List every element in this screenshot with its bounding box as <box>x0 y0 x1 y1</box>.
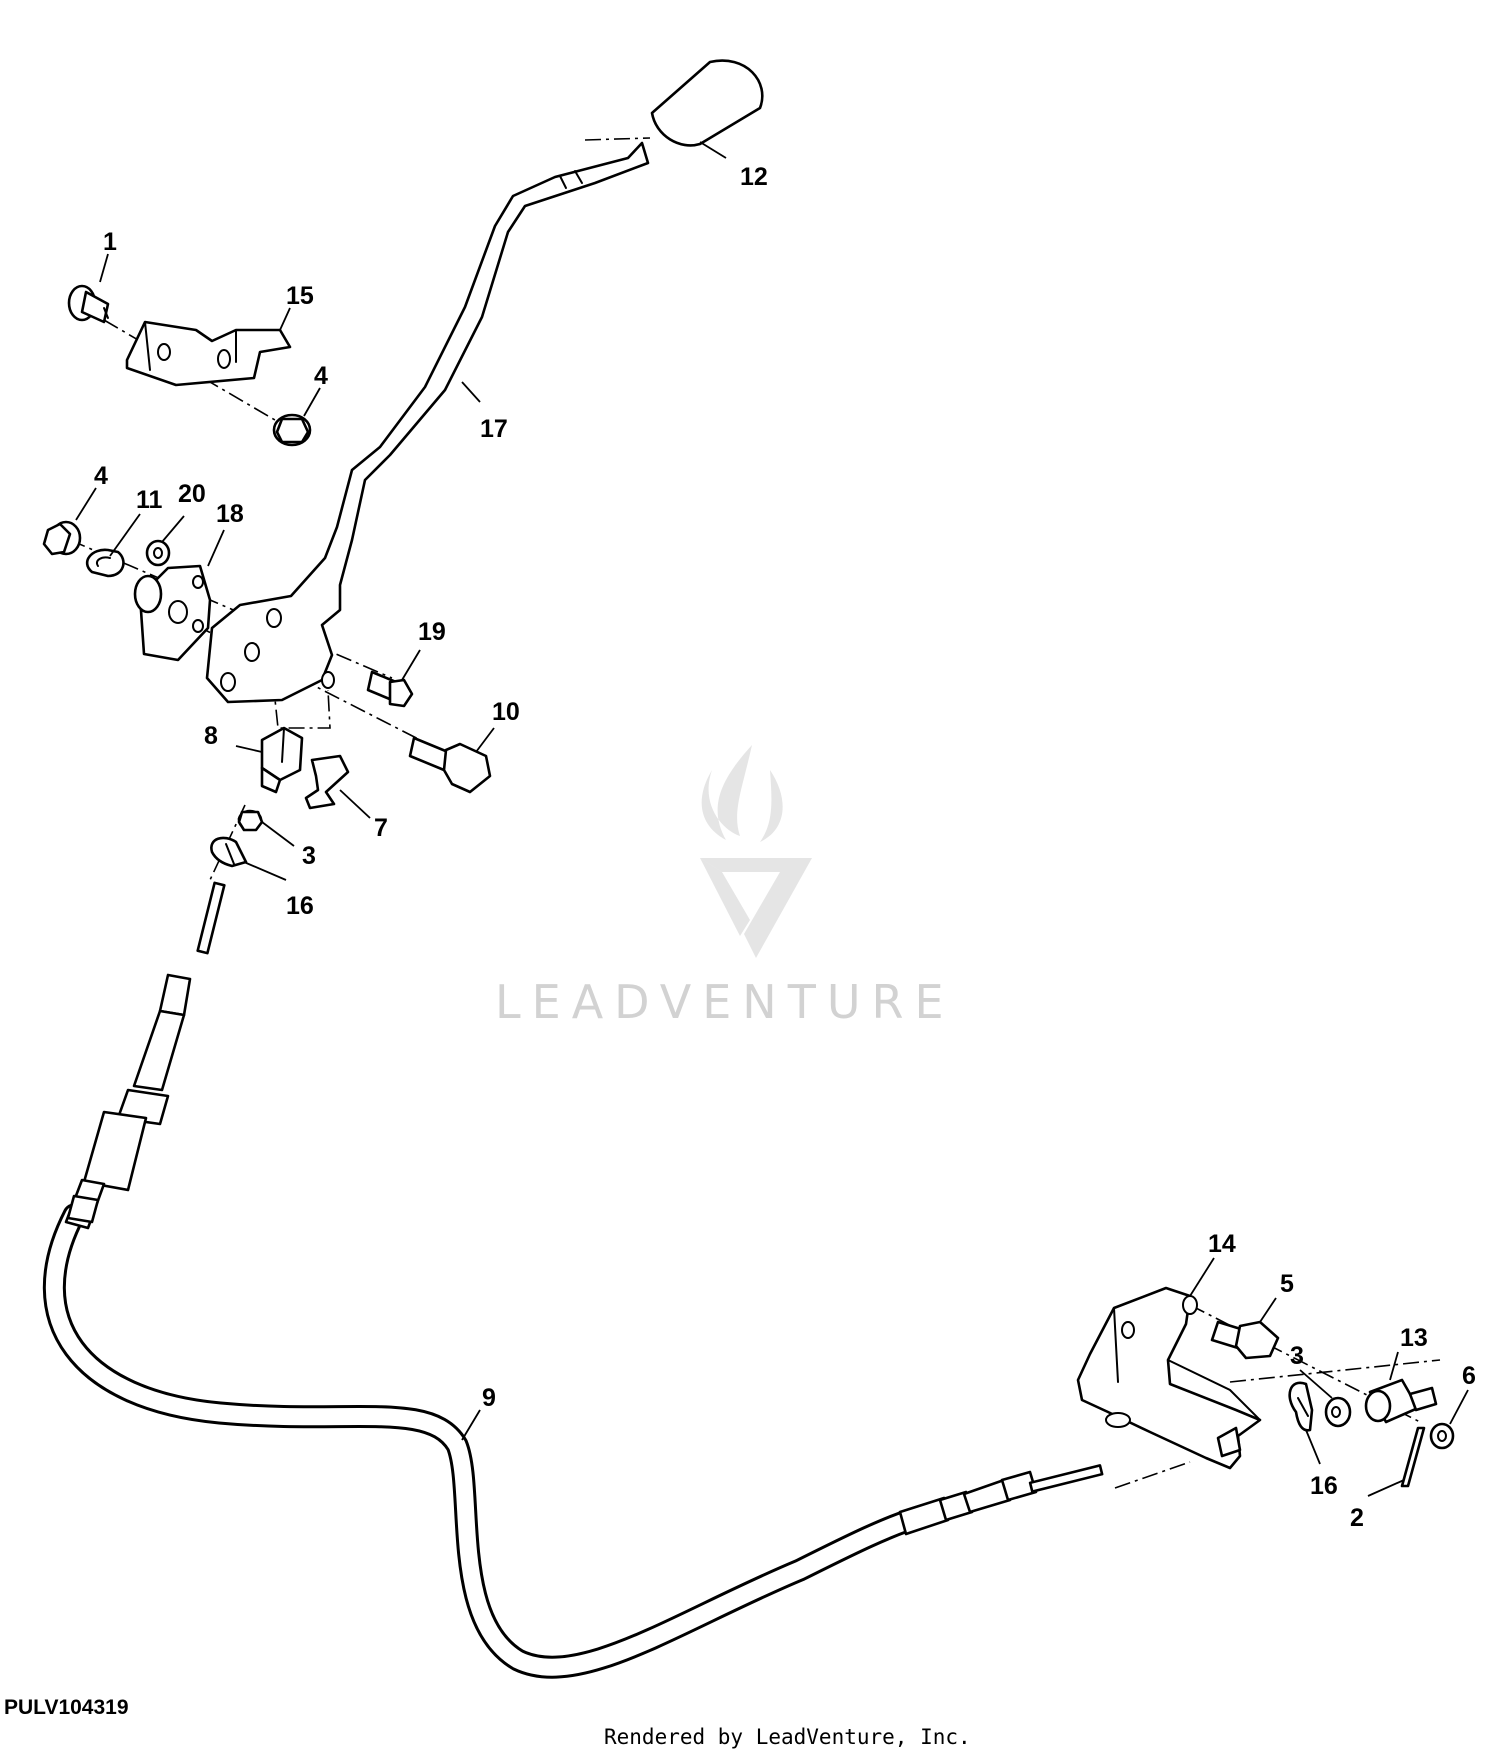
callout-5: 5 <box>1280 1270 1294 1298</box>
callout-4-left: 4 <box>94 462 108 490</box>
part-12-knob <box>650 59 764 147</box>
part-11-spring-clip <box>85 548 125 578</box>
callout-3: 3 <box>302 842 316 870</box>
part-2-cotter-pin <box>1400 1426 1426 1488</box>
callout-18: 18 <box>216 500 244 528</box>
callout-4: 4 <box>314 362 328 390</box>
flame-v-logo-icon <box>700 745 812 958</box>
render-credit: Rendered by LeadVenture, Inc. <box>604 1725 971 1749</box>
part-17-shift-lever <box>205 141 650 704</box>
part-4-flange-nut-left <box>42 520 82 556</box>
part-8-clevis <box>260 726 304 794</box>
part-4-flange-nut-upper <box>272 413 312 447</box>
callout-2: 2 <box>1350 1504 1364 1532</box>
part-7-clip <box>304 754 350 810</box>
callout-17: 17 <box>480 415 508 443</box>
leader-lines <box>75 141 1469 1497</box>
callout-12: 12 <box>740 163 768 191</box>
callout-9: 9 <box>482 1384 496 1412</box>
callout-20: 20 <box>178 480 206 508</box>
callout-13: 13 <box>1400 1324 1428 1352</box>
callout-16: 16 <box>286 892 314 920</box>
figure-id: PULV104319 <box>4 1696 129 1719</box>
callout-labels: 1 15 4 12 17 4 11 20 18 19 10 8 7 3 16 9… <box>94 163 1476 1532</box>
callout-14: 14 <box>1208 1230 1236 1258</box>
part-19-cap-screw <box>366 670 414 708</box>
watermark: LEADVENTURE <box>495 745 955 1029</box>
callout-16-lower: 16 <box>1310 1472 1338 1500</box>
part-14-mounting-bracket <box>1076 1286 1262 1470</box>
part-16-retaining-clip-upper <box>210 836 248 868</box>
callout-10: 10 <box>492 698 520 726</box>
part-18-pivot-bracket <box>133 564 212 662</box>
part-20-bushing <box>145 539 171 567</box>
part-10-shoulder-bolt <box>408 736 492 794</box>
part-3-nut-upper <box>237 809 264 832</box>
part-13-pin <box>1364 1378 1438 1424</box>
callout-15: 15 <box>286 282 314 310</box>
part-6-washer <box>1429 1422 1455 1450</box>
watermark-brand: LEADVENTURE <box>495 975 955 1029</box>
callout-1: 1 <box>103 228 117 256</box>
callout-3-lower: 3 <box>1290 1342 1304 1370</box>
callout-7: 7 <box>374 814 388 842</box>
part-1-flange-bolt <box>67 284 110 324</box>
part-5-flange-bolt <box>1210 1320 1280 1360</box>
part-9-shift-cable <box>42 881 1104 1679</box>
callout-6: 6 <box>1462 1362 1476 1390</box>
callout-8: 8 <box>204 722 218 750</box>
callout-19: 19 <box>418 618 446 646</box>
part-15-bracket-plate <box>125 320 292 387</box>
part-3-nut-lower <box>1324 1396 1352 1428</box>
part-16-retaining-clip-lower <box>1288 1381 1314 1432</box>
callout-11: 11 <box>136 486 163 514</box>
